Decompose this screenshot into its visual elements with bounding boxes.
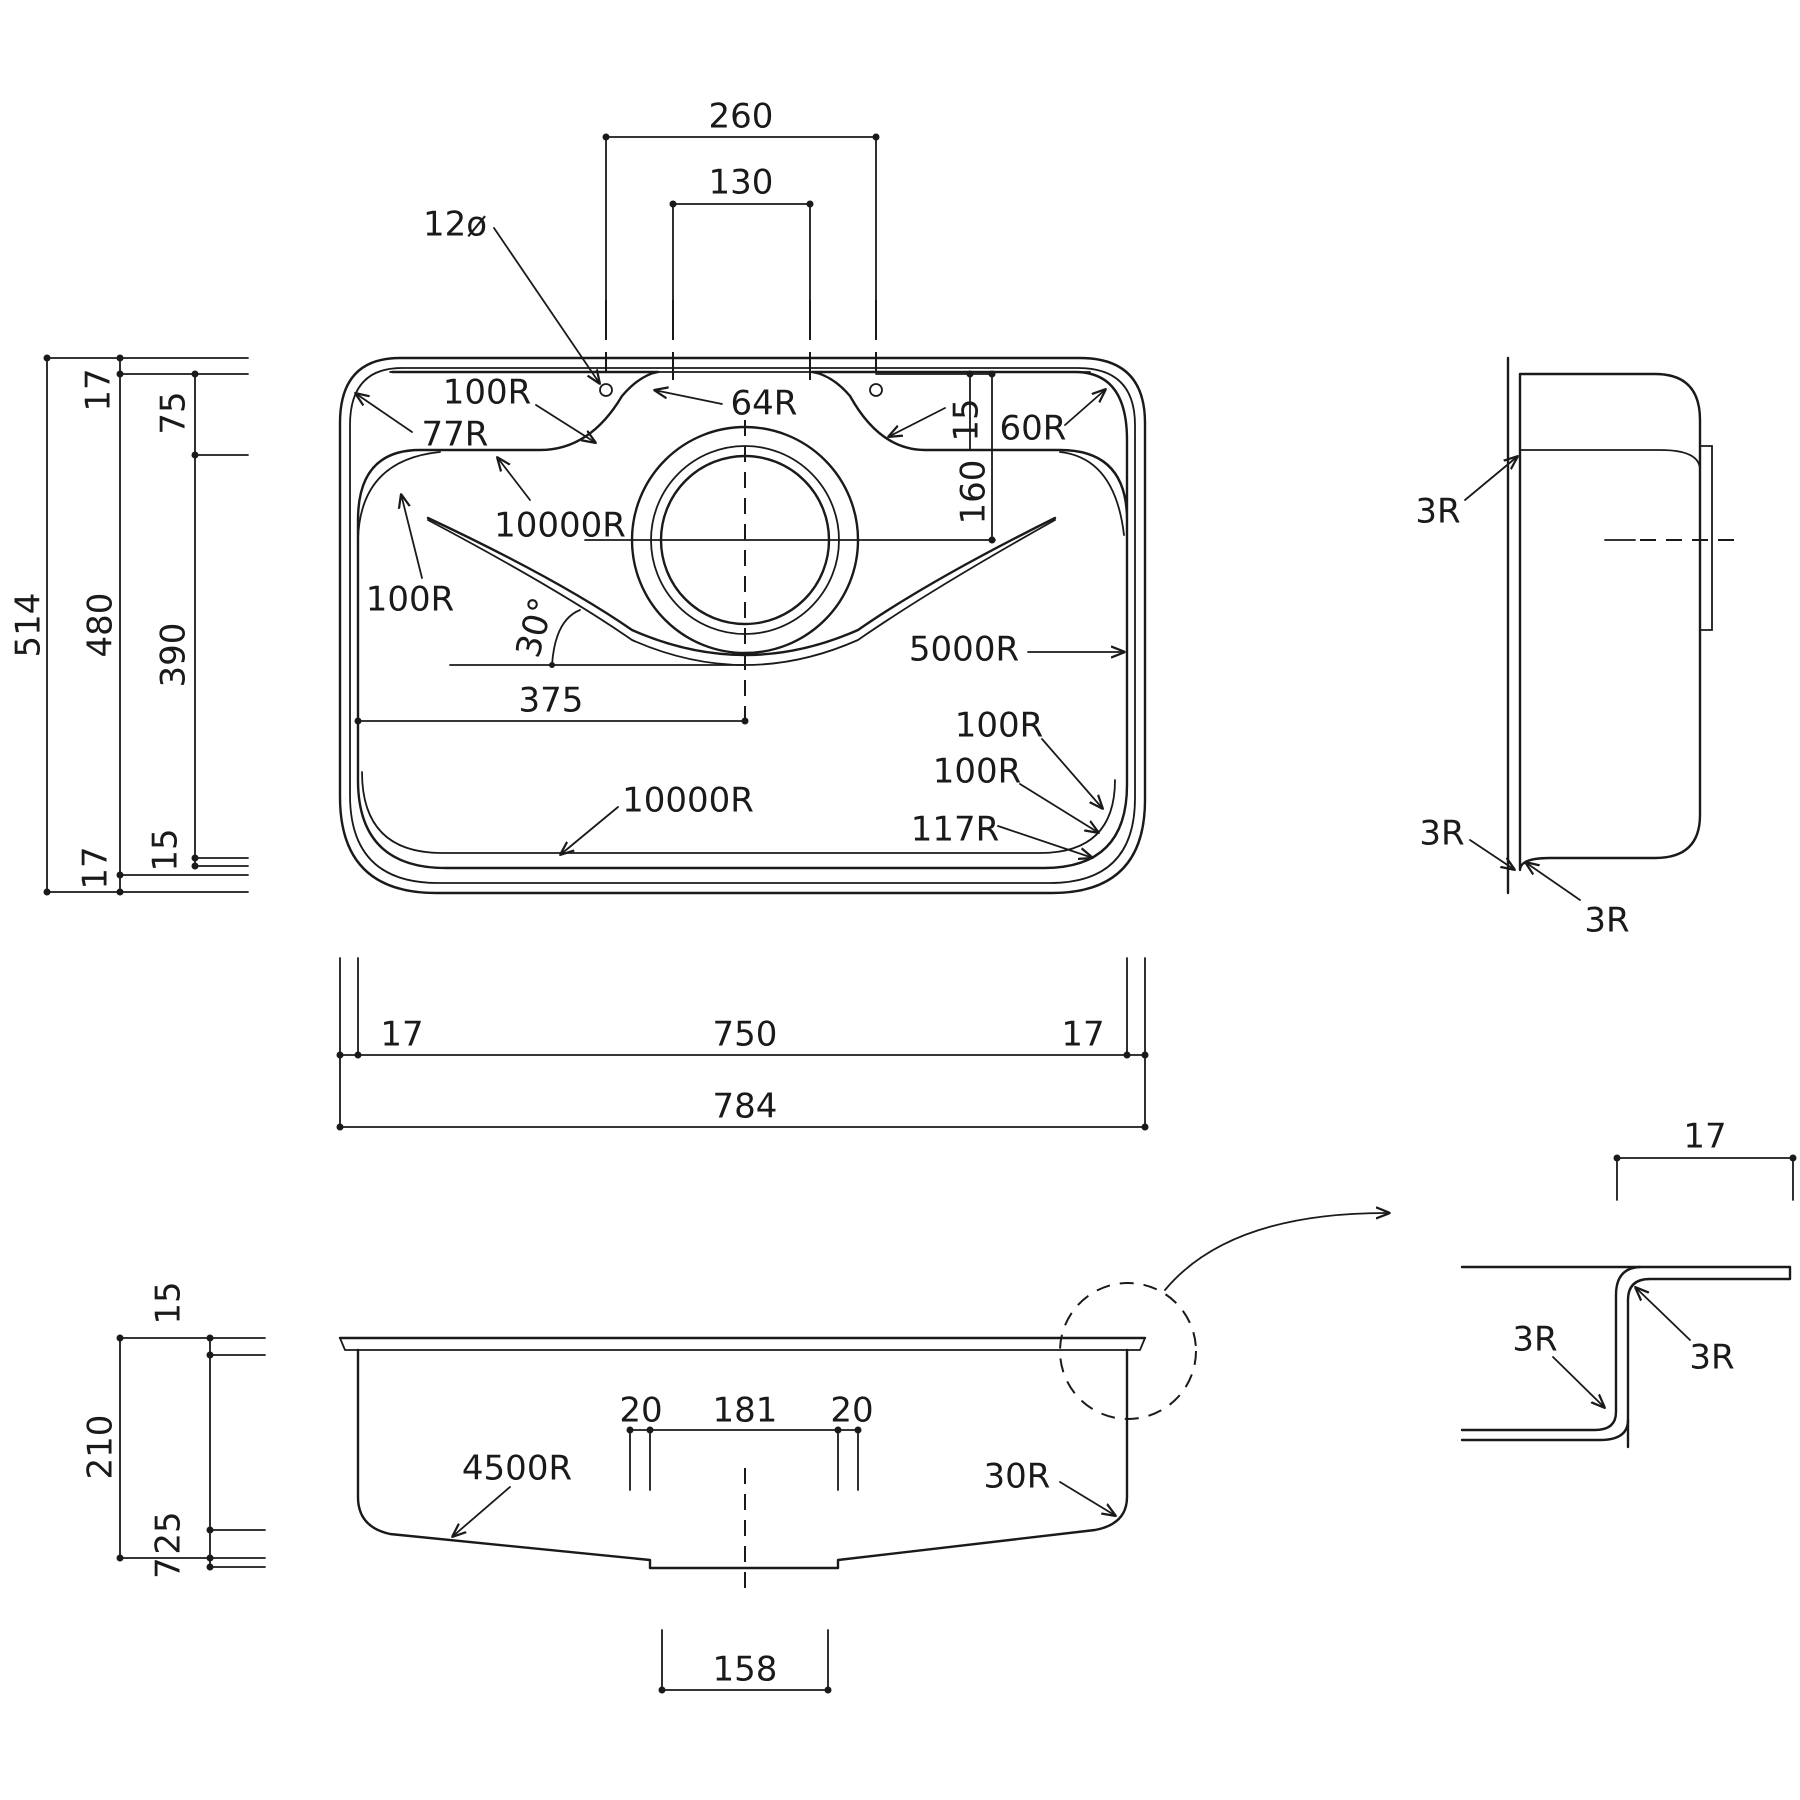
side-inner-line bbox=[1519, 449, 1701, 471]
section-rim-flange bbox=[339, 1337, 1146, 1351]
label-side-3r-top: 3R bbox=[1415, 492, 1460, 532]
bowl-left-wall bbox=[357, 451, 441, 541]
label-514: 514 bbox=[9, 593, 49, 658]
label-7: 7 bbox=[149, 1557, 189, 1579]
side-drain-fitting bbox=[1699, 445, 1713, 631]
label-390: 390 bbox=[154, 623, 194, 688]
label-17-top: 17 bbox=[79, 368, 119, 411]
tap-hole-left bbox=[599, 383, 613, 397]
label-20-left: 20 bbox=[619, 1391, 662, 1431]
label-20-right: 20 bbox=[830, 1391, 873, 1431]
label-10000r-upper: 10000R bbox=[494, 506, 626, 546]
label-100r-right-b: 100R bbox=[933, 752, 1022, 792]
label-75: 75 bbox=[154, 391, 194, 434]
label-17-bottom: 17 bbox=[76, 846, 116, 889]
rim-inner-edge bbox=[349, 367, 1136, 884]
label-784: 784 bbox=[713, 1087, 778, 1127]
bowl-inner-outline bbox=[361, 771, 1116, 854]
label-158: 158 bbox=[713, 1650, 778, 1690]
side-view: 3R 3R 3R bbox=[1415, 356, 1740, 941]
label-130: 130 bbox=[709, 163, 774, 203]
label-260: 260 bbox=[709, 97, 774, 137]
side-bowl-outline bbox=[1518, 372, 1702, 872]
detail-callout-arrow bbox=[1164, 1213, 1391, 1291]
label-117r: 117R bbox=[911, 810, 1000, 850]
label-210: 210 bbox=[81, 1415, 121, 1480]
bottom-dimension-chain: 17 750 17 784 bbox=[336, 957, 1149, 1131]
label-30r: 30R bbox=[984, 1457, 1051, 1497]
label-12-dia: 12ø bbox=[423, 205, 487, 245]
label-4500r: 4500R bbox=[462, 1449, 572, 1489]
label-detail-3r-right: 3R bbox=[1689, 1338, 1734, 1378]
label-side-3r-bottom-left: 3R bbox=[1419, 814, 1464, 854]
label-17-right: 17 bbox=[1061, 1015, 1104, 1055]
label-750: 750 bbox=[713, 1015, 778, 1055]
label-25: 25 bbox=[149, 1511, 189, 1554]
detail-view: 17 3R 3R bbox=[1460, 1117, 1797, 1449]
detail-profile-outer bbox=[1460, 1265, 1792, 1449]
label-181: 181 bbox=[713, 1391, 778, 1431]
label-15: 15 bbox=[146, 828, 186, 871]
label-30-degree: 30° bbox=[508, 593, 562, 662]
label-100r-top: 100R bbox=[443, 373, 532, 413]
label-64r: 64R bbox=[731, 384, 798, 424]
left-dimension-chain: 17 75 514 480 390 15 17 bbox=[9, 354, 249, 896]
label-375: 375 bbox=[519, 681, 584, 721]
rim-outer-edge bbox=[338, 356, 1147, 895]
label-480: 480 bbox=[81, 593, 121, 658]
bowl-right-wall bbox=[1059, 451, 1125, 536]
section-bowl-profile bbox=[356, 1348, 1129, 1570]
label-detail-17: 17 bbox=[1683, 1117, 1726, 1157]
label-60r: 60R bbox=[1000, 409, 1067, 449]
label-10000r-bottom: 10000R bbox=[622, 781, 754, 821]
label-100r-right-a: 100R bbox=[955, 706, 1044, 746]
front-section-view: 15 210 25 7 20 181 20 4500R 30R 158 bbox=[81, 1213, 1391, 1694]
label-77r: 77R bbox=[422, 415, 489, 455]
detail-profile-inner bbox=[1460, 1265, 1642, 1432]
label-15-right: 15 bbox=[947, 398, 987, 441]
label-section-15: 15 bbox=[149, 1281, 189, 1324]
bowl-outline bbox=[356, 370, 1129, 870]
label-side-3r-bottom-right: 3R bbox=[1584, 901, 1629, 941]
label-5000r: 5000R bbox=[909, 630, 1019, 670]
label-detail-3r-left: 3R bbox=[1512, 1320, 1557, 1360]
plan-view: 260 130 12ø 100R 77R 64R 15 160 60R bbox=[338, 97, 1147, 895]
label-160: 160 bbox=[954, 460, 994, 525]
label-100r-left: 100R bbox=[366, 580, 455, 620]
angle-arc bbox=[551, 609, 581, 666]
detail-profile-bottom bbox=[1460, 1418, 1630, 1442]
label-17-left: 17 bbox=[380, 1015, 423, 1055]
tap-hole-right bbox=[869, 383, 883, 397]
detail-callout-circle bbox=[1059, 1282, 1197, 1420]
